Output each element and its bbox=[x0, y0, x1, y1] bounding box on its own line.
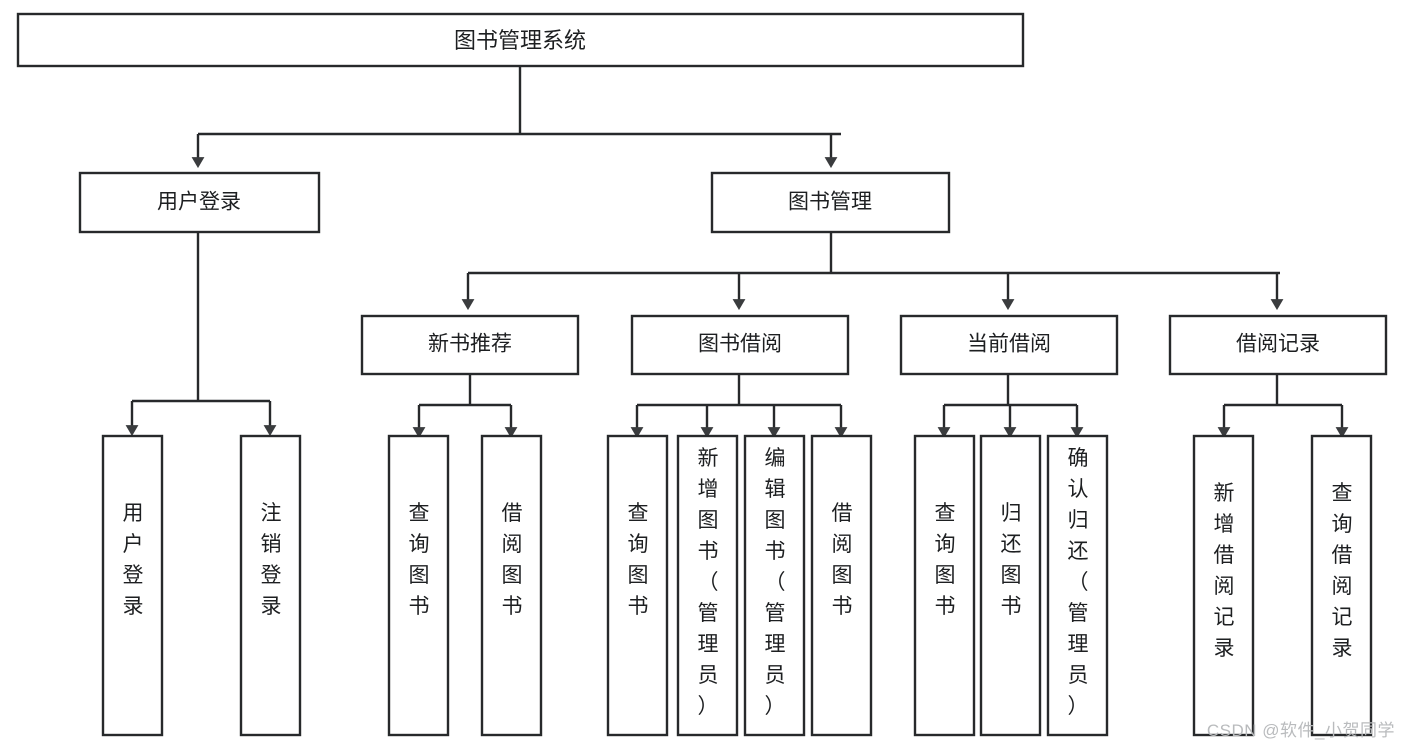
connector-login-to-leaves bbox=[125, 233, 277, 437]
leaf-borrow-book-borrow[interactable]: 借阅图书 bbox=[810, 434, 873, 737]
connector-root-to-level2 bbox=[191, 67, 841, 169]
node-new-book-recommend[interactable]: 新书推荐 bbox=[360, 314, 580, 376]
leaf-confirm-return-admin[interactable]: 确认归还（管理员） bbox=[1046, 434, 1109, 737]
connector-current-to-leaves bbox=[937, 375, 1084, 439]
connector-bookmgmt-to-level3 bbox=[461, 233, 1284, 311]
connector-borrow-to-leaves bbox=[630, 375, 848, 439]
leaf-return-book[interactable]: 归还图书 bbox=[979, 434, 1042, 737]
leaf-query-book-current-label: 查询图书 bbox=[935, 502, 956, 618]
leaf-query-book-newbook[interactable]: 查询图书 bbox=[387, 434, 450, 737]
node-book-borrow-label: 图书借阅 bbox=[698, 333, 782, 356]
node-new-book-recommend-label: 新书推荐 bbox=[428, 333, 512, 356]
leaf-confirm-return-admin-label: 确认归还（管理员） bbox=[1068, 447, 1089, 718]
leaf-borrow-book-borrow-label: 借阅图书 bbox=[832, 502, 853, 618]
node-book-management[interactable]: 图书管理 bbox=[710, 171, 951, 234]
leaf-edit-book-admin-label: 编辑图书（管理员） bbox=[765, 447, 786, 718]
leaf-add-book-admin[interactable]: 新增图书（管理员） bbox=[676, 434, 739, 737]
node-borrow-record-label: 借阅记录 bbox=[1236, 333, 1320, 356]
node-user-login[interactable]: 用户登录 bbox=[78, 171, 321, 234]
node-root[interactable]: 图书管理系统 bbox=[16, 12, 1025, 68]
node-user-login-label: 用户登录 bbox=[157, 191, 241, 214]
leaf-add-borrow-record-label: 新增借阅记录 bbox=[1214, 482, 1235, 660]
leaf-borrow-book-newbook[interactable]: 借阅图书 bbox=[480, 434, 543, 737]
connector-newbook-to-leaves bbox=[412, 375, 518, 439]
leaf-return-book-label: 归还图书 bbox=[1001, 502, 1022, 618]
leaf-query-borrow-record[interactable]: 查询借阅记录 bbox=[1310, 434, 1373, 737]
node-book-borrow[interactable]: 图书借阅 bbox=[630, 314, 850, 376]
node-current-borrow[interactable]: 当前借阅 bbox=[899, 314, 1119, 376]
leaf-logout[interactable]: 注销登录 bbox=[239, 434, 302, 737]
leaf-user-login-label: 用户登录 bbox=[123, 502, 144, 618]
leaf-user-login[interactable]: 用户登录 bbox=[101, 434, 164, 737]
leaf-query-book-borrow-label: 查询图书 bbox=[628, 502, 649, 618]
leaf-add-book-admin-label: 新增图书（管理员） bbox=[698, 447, 719, 718]
node-current-borrow-label: 当前借阅 bbox=[967, 333, 1051, 356]
leaf-query-book-newbook-label: 查询图书 bbox=[409, 502, 430, 618]
leaf-query-borrow-record-label: 查询借阅记录 bbox=[1332, 482, 1353, 660]
node-root-label: 图书管理系统 bbox=[454, 28, 586, 53]
leaf-query-book-borrow[interactable]: 查询图书 bbox=[606, 434, 669, 737]
connector-record-to-leaves bbox=[1217, 375, 1349, 439]
leaf-borrow-book-newbook-label: 借阅图书 bbox=[502, 502, 523, 618]
leaf-query-book-current[interactable]: 查询图书 bbox=[913, 434, 976, 737]
leaf-add-borrow-record[interactable]: 新增借阅记录 bbox=[1192, 434, 1255, 737]
leaf-edit-book-admin[interactable]: 编辑图书（管理员） bbox=[743, 434, 806, 737]
leaf-logout-label: 注销登录 bbox=[261, 502, 282, 618]
node-borrow-record[interactable]: 借阅记录 bbox=[1168, 314, 1388, 376]
node-book-management-label: 图书管理 bbox=[788, 191, 872, 214]
